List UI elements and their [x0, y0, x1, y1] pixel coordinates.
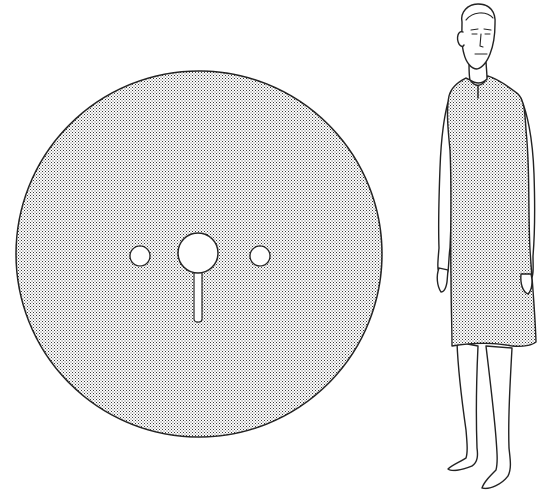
circular-cloth-pattern	[16, 71, 382, 437]
standing-man-figure	[437, 4, 536, 488]
head-hole	[178, 233, 218, 273]
left-arm-hole	[130, 246, 150, 266]
right-leg	[482, 346, 512, 488]
left-hand	[437, 268, 448, 292]
head	[462, 4, 495, 69]
ear	[458, 32, 464, 47]
tunic	[447, 76, 536, 346]
left-leg	[448, 342, 478, 470]
right-arm-hole	[250, 246, 270, 266]
